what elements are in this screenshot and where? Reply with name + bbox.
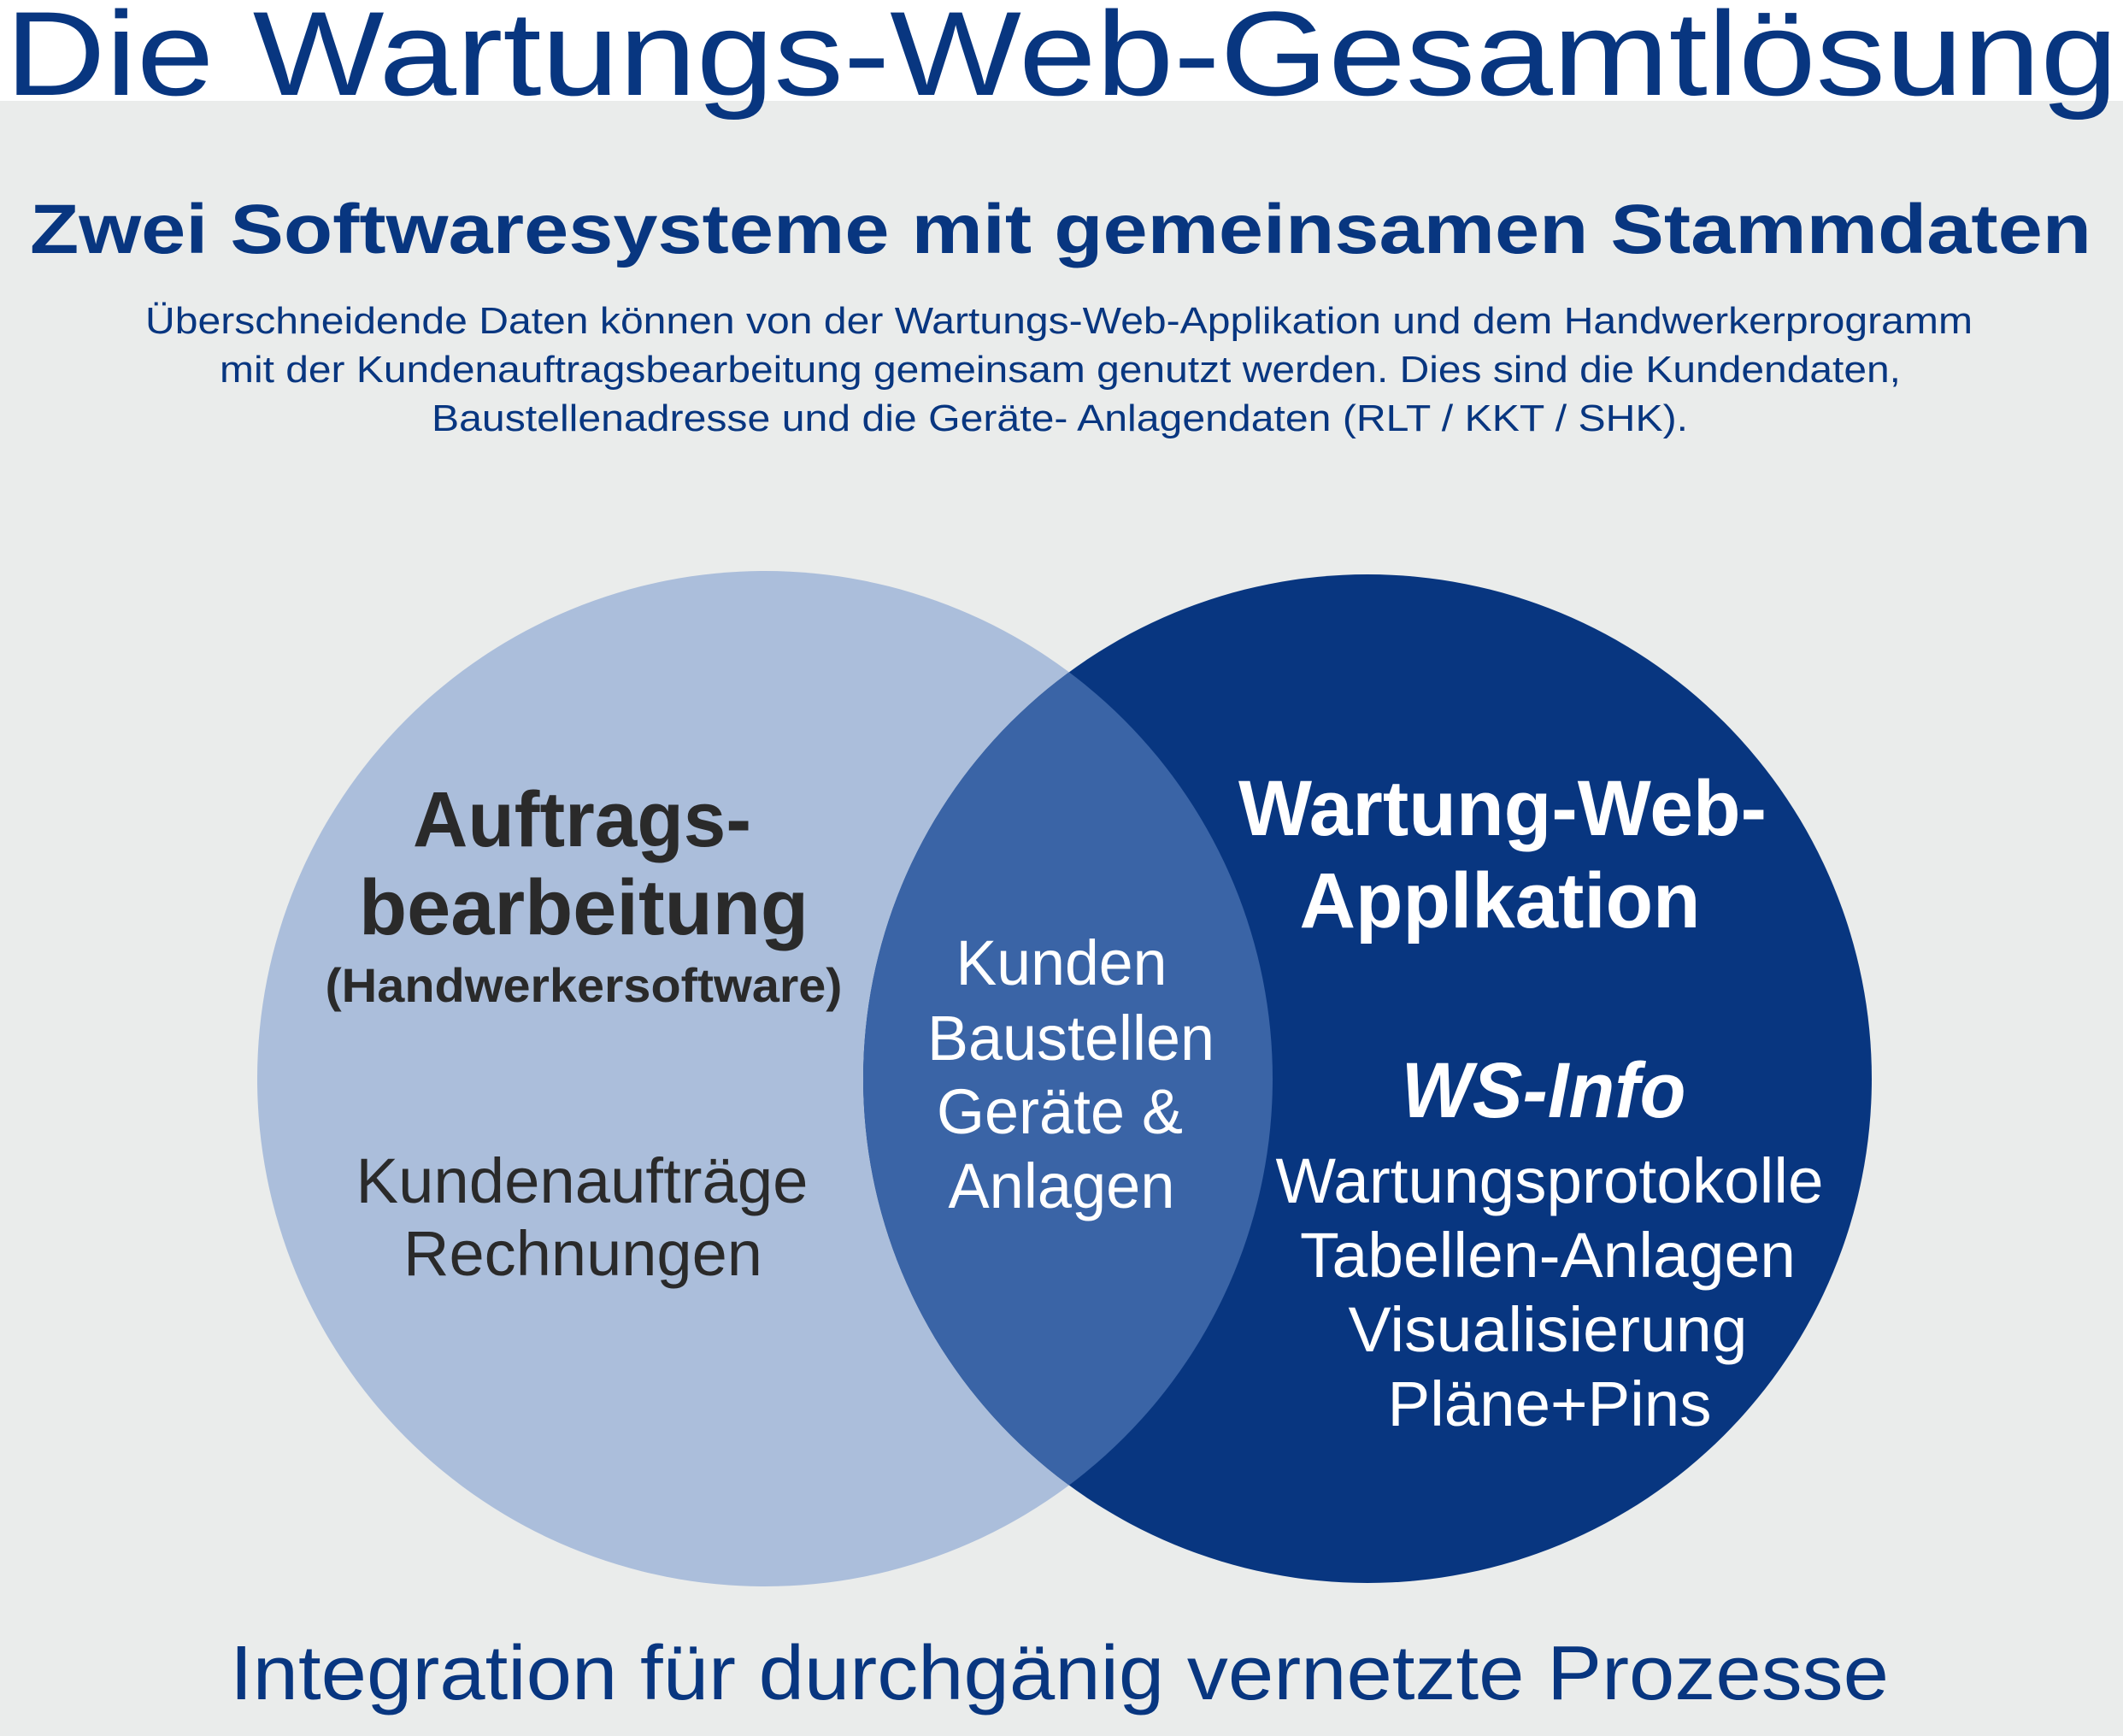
overlap-item-1: Kunden: [956, 927, 1167, 998]
overlap-text: Kunden Baustellen Geräte & Anlagen: [927, 927, 1214, 1221]
description-line-1: Überschneidende Daten können von der War…: [145, 300, 1973, 342]
left-title-line-1: Auftrags-: [413, 776, 751, 863]
description-line-2: mit der Kundenauftragsbearbeitung gemein…: [220, 349, 1901, 391]
left-item-1: Kundenaufträge: [356, 1145, 809, 1216]
left-circle-text: Auftrags- bearbeitung (Handwerkersoftwar…: [326, 776, 843, 1289]
right-item-2: Tabellen-Anlagen: [1300, 1220, 1796, 1291]
left-title-line-2: bearbeitung: [359, 864, 809, 951]
description-line-3: Baustellenadresse und die Geräte- Anlage…: [432, 397, 1688, 439]
right-circle-text: Wartung-Web- Applkation WS-Info Wartungs…: [1238, 765, 1824, 1439]
left-note: (Handwerkersoftware): [326, 958, 843, 1012]
page-title: Die Wartungs-Web-Gesamtlösung: [5, 0, 2118, 121]
overlap-region: [863, 574, 1273, 1583]
footer-tagline: Integration für durchgänig vernetzte Pro…: [230, 1631, 1889, 1716]
right-title-line-1: Wartung-Web-: [1238, 765, 1767, 852]
right-item-1: Wartungsprotokolle: [1276, 1145, 1824, 1216]
left-item-2: Rechnungen: [403, 1218, 762, 1289]
product-name: WS-Info: [1402, 1047, 1686, 1134]
header-band: [0, 0, 2123, 101]
subtitle: Zwei Softwaresysteme mit gemeinsamen Sta…: [30, 191, 2091, 268]
right-title-line-2: Applkation: [1300, 857, 1701, 945]
right-item-4: Pläne+Pins: [1388, 1368, 1712, 1439]
overlap-item-2: Baustellen: [927, 1003, 1214, 1074]
overlap-item-3: Geräte &: [937, 1076, 1183, 1147]
right-item-3: Visualisierung: [1349, 1294, 1748, 1365]
overlap-item-4: Anlagen: [949, 1150, 1175, 1221]
